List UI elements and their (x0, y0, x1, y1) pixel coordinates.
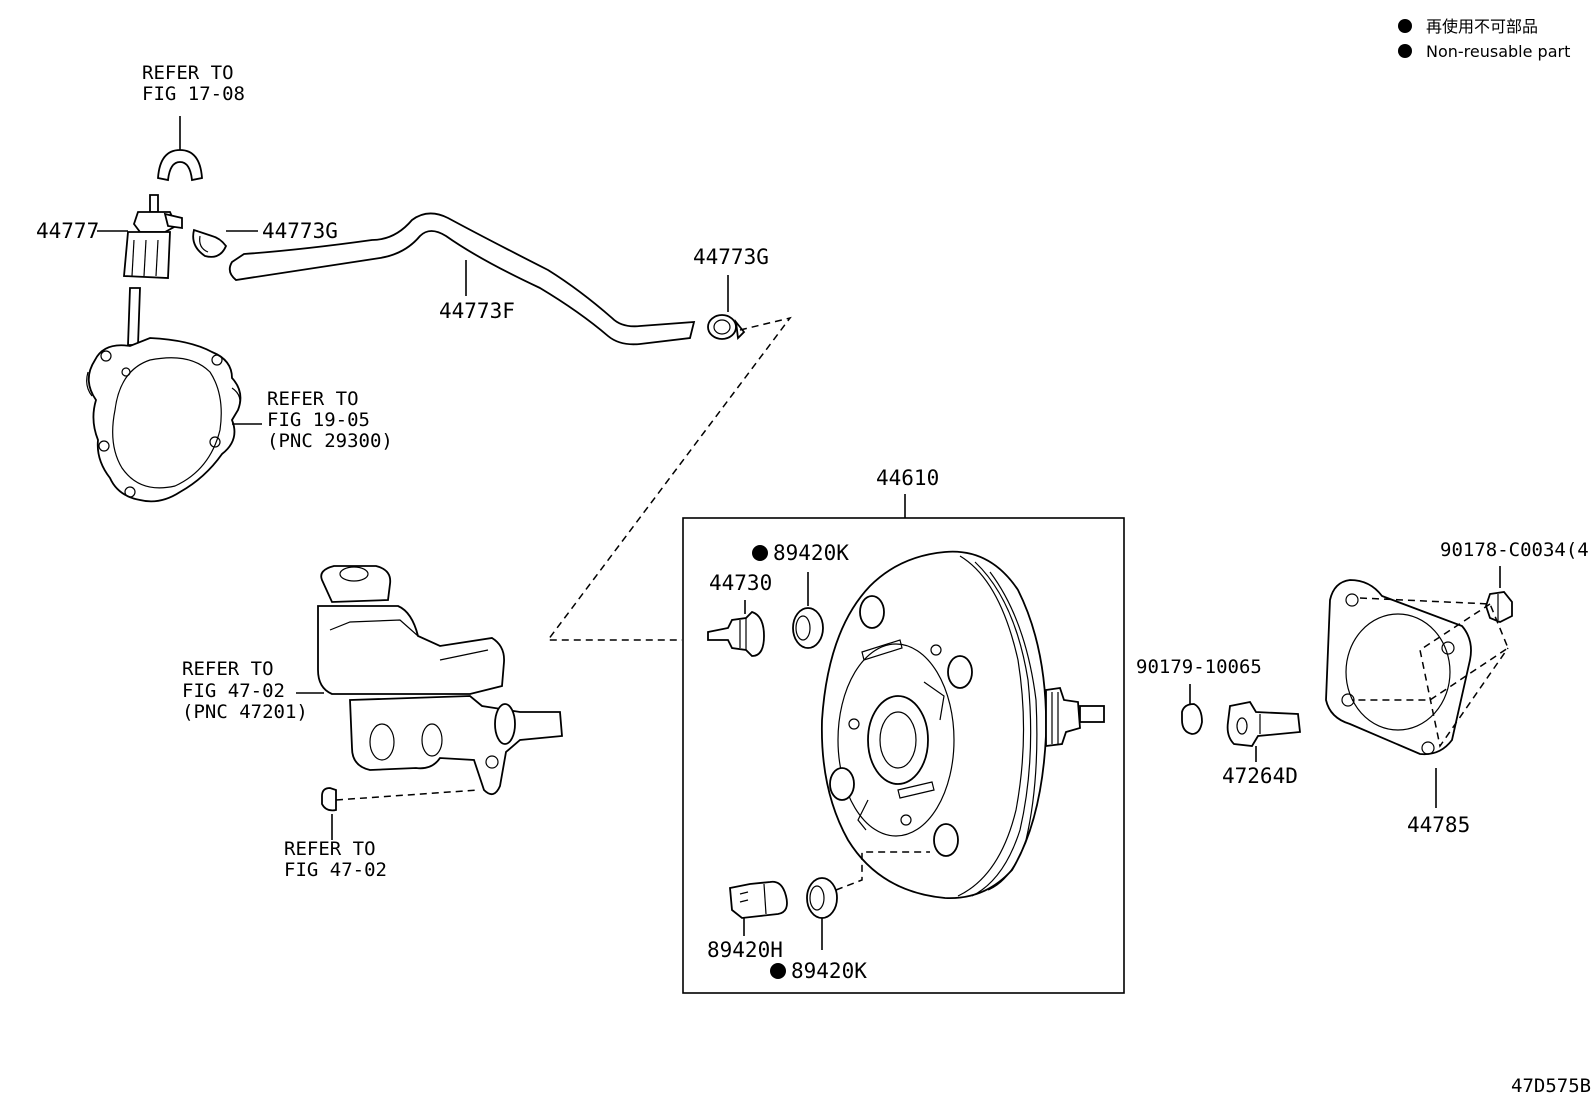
master-cylinder: REFER TO FIG 47-02 (PNC 47201) (182, 565, 563, 796)
check-valve: 44777 (36, 194, 183, 346)
non-reusable-dot-icon (1398, 44, 1412, 58)
clevis: 47264D (1222, 700, 1301, 788)
part-44773F-label: 44773F (439, 299, 515, 323)
booster-assembly: 44610 89420K 44730 (682, 466, 1125, 994)
ref-master-line3: (PNC 47201) (182, 701, 308, 723)
nut: 90178-C0034(4) (1440, 539, 1592, 623)
ref-top-line1: REFER TO (142, 62, 234, 84)
part-47264D-label: 47264D (1222, 764, 1298, 788)
part-44730-label: 44730 (709, 571, 772, 595)
ref-pump-line1: REFER TO (267, 388, 359, 410)
part-89420K-bottom-label: 89420K (791, 959, 867, 983)
non-reusable-dot-icon (1398, 19, 1412, 33)
ref-master-line1: REFER TO (182, 658, 274, 680)
legend-english: Non-reusable part (1426, 42, 1570, 61)
vacuum-pump: REFER TO FIG 19-05 (PNC 29300) (86, 337, 393, 503)
part-44610-label: 44610 (876, 466, 939, 490)
ref-pump-line2: FIG 19-05 (267, 409, 370, 431)
vacuum-hose-end (157, 149, 203, 182)
cap-ref: REFER TO FIG 47-02 (284, 787, 479, 881)
ref-cap-line2: FIG 47-02 (284, 859, 387, 881)
ref-pump-line3: (PNC 29300) (267, 430, 393, 452)
part-90179-label: 90179-10065 (1136, 656, 1262, 678)
booster-frame (682, 517, 1125, 994)
ref-top-line2: FIG 17-08 (142, 83, 245, 105)
non-reusable-dot-icon (770, 963, 786, 979)
hose-clamp-left: 44773G (192, 219, 338, 258)
legend-japanese: 再使用不可部品 (1426, 17, 1538, 36)
ref-cap-line1: REFER TO (284, 838, 376, 860)
vacuum-hose: 44773F (228, 212, 696, 346)
ref-master-line2: FIG 47-02 (182, 680, 285, 702)
part-44785-label: 44785 (1407, 813, 1470, 837)
part-44777-label: 44777 (36, 219, 99, 243)
ref-top: REFER TO FIG 17-08 (142, 62, 245, 182)
part-89420H-label: 89420H (707, 938, 783, 962)
part-44773G-right-label: 44773G (693, 245, 769, 269)
legend: 再使用不可部品 Non-reusable part (1398, 17, 1570, 61)
part-89420K-top-label: 89420K (773, 541, 849, 565)
part-90178-label: 90178-C0034(4) (1440, 539, 1592, 561)
hose-clamp-right: 44773G (693, 245, 769, 340)
part-44773G-left-label: 44773G (262, 219, 338, 243)
non-reusable-dot-icon (752, 545, 768, 561)
gasket: 44785 (1325, 579, 1509, 837)
bushing: 90179-10065 (1136, 656, 1262, 735)
figure-code: 47D575B (1511, 1075, 1591, 1097)
